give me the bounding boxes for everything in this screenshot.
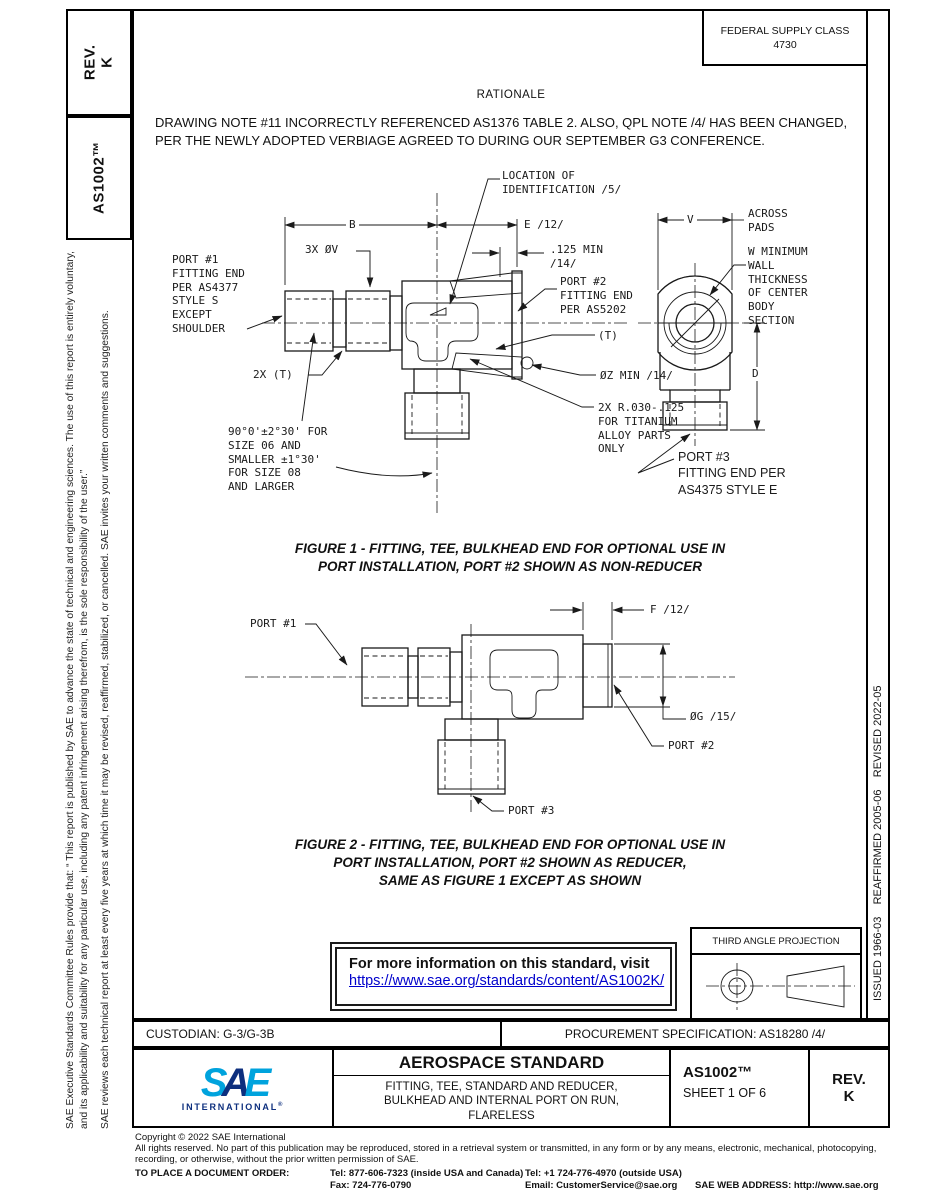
drawing-frame bbox=[132, 9, 890, 1020]
title-block-rev-value: K bbox=[843, 1088, 855, 1105]
spec-row: CUSTODIAN: G-3/G-3B PROCUREMENT SPECIFIC… bbox=[132, 1020, 890, 1048]
fig1-radius-note-label: 2X R.030-.125 FOR TITANIUM ALLOY PARTS O… bbox=[598, 401, 685, 456]
federal-supply-class-box: FEDERAL SUPPLY CLASS 4730 bbox=[702, 11, 866, 66]
title-block-rev-label: REV. bbox=[832, 1071, 866, 1088]
fig2-port3-label: PORT #3 bbox=[508, 804, 555, 817]
fig1-port3-label: PORT #3 FITTING END PER AS4375 STYLE E bbox=[678, 450, 786, 497]
fig2-port1-threads bbox=[361, 647, 463, 707]
footer-copyright: Copyright © 2022 SAE International bbox=[135, 1132, 286, 1143]
fsc-value: 4730 bbox=[773, 38, 797, 51]
footer-fax: Fax: 724-776-0790 bbox=[330, 1180, 412, 1191]
identification-flag-icon bbox=[429, 307, 447, 316]
fig2-port2-label: PORT #2 bbox=[668, 739, 715, 752]
fig1-body bbox=[401, 270, 534, 380]
title-block-doc-number: AS1002™ bbox=[683, 1064, 753, 1081]
fig1-port1-label: PORT #1 FITTING END PER AS4377 STYLE S E… bbox=[172, 253, 245, 335]
rationale-body: DRAWING NOTE #11 INCORRECTLY REFERENCED … bbox=[155, 115, 848, 149]
standard-link[interactable]: https://www.sae.org/standards/content/AS… bbox=[349, 973, 665, 989]
fig1-across-pads-label: ACROSS PADS bbox=[748, 207, 788, 234]
fig2-port3 bbox=[437, 718, 506, 795]
projection-title: THIRD ANGLE PROJECTION bbox=[692, 929, 860, 955]
sae-logo-letters: SAE bbox=[200, 1060, 271, 1105]
rev-tab: REV. K bbox=[66, 9, 132, 116]
fig1-dim-125-label: .125 MIN /14/ bbox=[550, 243, 603, 270]
revision-strip-divider bbox=[866, 9, 868, 1020]
fig1-dim-d-label: D bbox=[749, 367, 762, 381]
fig1-thread-v-label: 3X ØV bbox=[305, 243, 339, 256]
figure2: PORT #1 F /12/ ØG /15/ PORT #2 PORT #3 bbox=[150, 588, 870, 838]
footer-tel-inside: Tel: 877-606-7323 (inside USA and Canada… bbox=[330, 1168, 524, 1179]
fig1-t-left-label: 2X (T) bbox=[253, 368, 293, 381]
footer-tel-outside: Tel: +1 724-776-4970 (outside USA) bbox=[525, 1168, 682, 1179]
fig1-dim-b-label: B bbox=[346, 218, 359, 232]
figure2-caption: FIGURE 2 - FITTING, TEE, BULKHEAD END FO… bbox=[294, 837, 726, 888]
fig2-leaders bbox=[305, 623, 664, 812]
figure1: LOCATION OF IDENTIFICATION /5/ B E /12/ … bbox=[150, 163, 870, 535]
fig1-oz-label: ØZ MIN /14/ bbox=[600, 369, 673, 382]
figure2-drawing bbox=[245, 602, 735, 812]
fsc-label: FEDERAL SUPPLY CLASS bbox=[720, 24, 850, 37]
revision-strip-text: ISSUED 1966-03 REAFFIRMED 2005-06 REVISE… bbox=[872, 685, 884, 1001]
fig1-t-right-label: (T) bbox=[598, 329, 618, 342]
rev-tab-label: REV. K bbox=[81, 44, 116, 81]
figure1-caption: FIGURE 1 - FITTING, TEE, BULKHEAD END FO… bbox=[294, 541, 726, 574]
sae-logo-subtitle: INTERNATIONAL® bbox=[181, 1101, 285, 1112]
footer-order-label: TO PLACE A DOCUMENT ORDER: bbox=[135, 1168, 290, 1179]
fig1-port1-threads bbox=[284, 290, 403, 352]
projection-box: THIRD ANGLE PROJECTION bbox=[690, 927, 862, 1020]
fig1-dim-e-label: E /12/ bbox=[524, 218, 564, 231]
sidebar-legal-para1: SAE Executive Standards Committee Rules … bbox=[65, 251, 91, 1129]
footer-rights: All rights reserved. No part of this pub… bbox=[135, 1143, 877, 1166]
fig1-wall-note-label: W MINIMUM WALL THICKNESS OF CENTER BODY … bbox=[748, 245, 808, 327]
procurement-cell: PROCUREMENT SPECIFICATION: AS18280 /4/ bbox=[564, 1027, 826, 1041]
third-angle-projection-icon bbox=[706, 963, 855, 1010]
info-box: For more information on this standard, v… bbox=[330, 942, 677, 1011]
fig2-dimensions bbox=[550, 602, 686, 720]
title-block: SAE INTERNATIONAL® AEROSPACE STANDARD FI… bbox=[132, 1048, 890, 1128]
sidebar-legal-para2: SAE reviews each technical report at lea… bbox=[100, 310, 111, 1129]
sae-logo: SAE INTERNATIONAL® bbox=[134, 1050, 334, 1126]
fig2-dim-f-label: F /12/ bbox=[650, 603, 690, 616]
footer-email: Email: CustomerService@sae.org bbox=[525, 1180, 678, 1191]
fig1-dim-v-label: V bbox=[684, 213, 697, 227]
fig1-port3-side bbox=[404, 368, 470, 440]
custodian-cell: CUSTODIAN: G-3/G-3B bbox=[134, 1022, 502, 1046]
doc-number-tab: AS1002™ bbox=[66, 116, 132, 240]
fig1-port2-label: PORT #2 FITTING END PER AS5202 bbox=[560, 275, 633, 316]
fig2-port1-label: PORT #1 bbox=[250, 617, 297, 630]
fig2-centerlines bbox=[245, 624, 735, 812]
title-block-heading: AEROSPACE STANDARD bbox=[334, 1050, 669, 1076]
title-block-sheet: SHEET 1 OF 6 bbox=[683, 1086, 767, 1100]
fig1-dimensions bbox=[284, 217, 544, 285]
figure1-drawing bbox=[246, 178, 765, 513]
doc-number-tab-label: AS1002™ bbox=[90, 141, 108, 215]
rationale-title: RATIONALE bbox=[476, 89, 546, 101]
fig1-angle-note-label: 90°0'±2°30' FOR SIZE 06 AND SMALLER ±1°3… bbox=[228, 425, 328, 493]
fig1-location-id-label: LOCATION OF IDENTIFICATION /5/ bbox=[502, 169, 622, 196]
fig2-body bbox=[461, 634, 613, 720]
revision-strip: ISSUED 1966-03 REAFFIRMED 2005-06 REVISE… bbox=[871, 686, 891, 1016]
info-box-text: For more information on this standard, v… bbox=[349, 956, 650, 972]
fig1-leaders bbox=[246, 178, 596, 479]
fig2-dim-g-label: ØG /15/ bbox=[690, 710, 737, 723]
footer-web: SAE WEB ADDRESS: http://www.sae.org bbox=[695, 1180, 879, 1191]
title-block-subtitle: FITTING, TEE, STANDARD AND REDUCER, BULK… bbox=[384, 1081, 619, 1122]
